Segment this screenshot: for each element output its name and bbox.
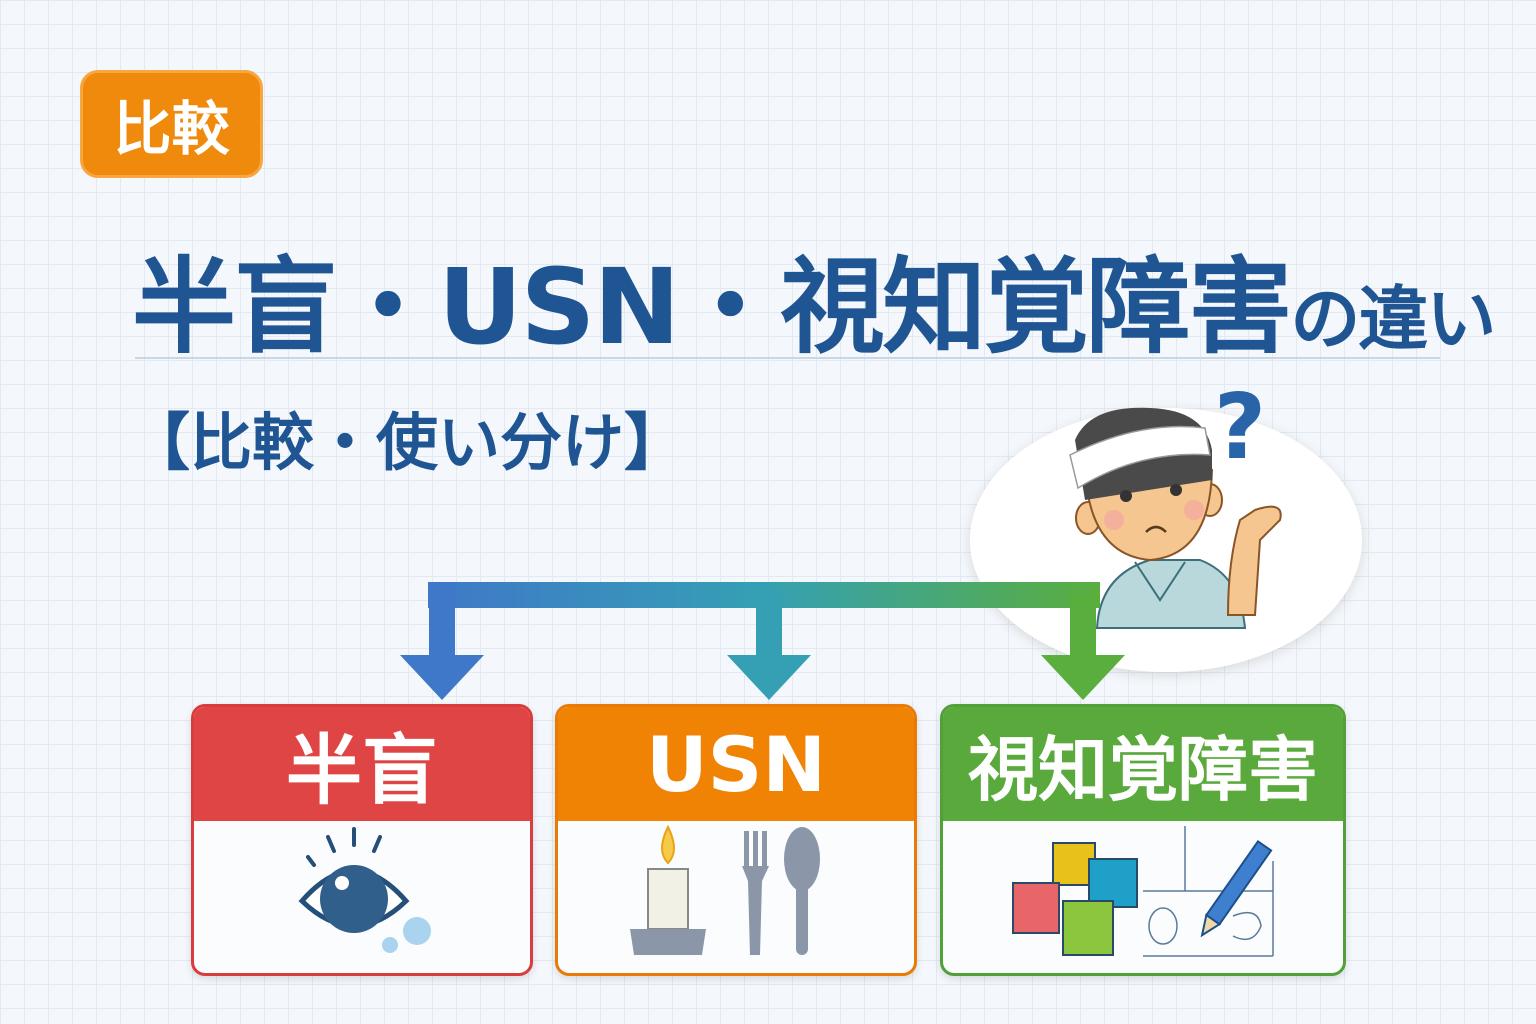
card-visual-perception-disorder: 視知覚障害 [940,704,1346,976]
title-suffix: の違い [1290,278,1496,360]
card-title: 視知覚障害 [943,707,1343,821]
puzzle-and-drawing-icon [1012,826,1274,957]
candle-and-cutlery-icon [630,824,820,955]
divider [135,357,1440,359]
branch-arrows [400,582,1125,700]
card-title: 半盲 [194,707,530,821]
page-title: 半盲・USN・視知覚障害の違い [132,222,1496,373]
badge-label: 比較 [113,95,230,163]
confused-patient-illustration [1069,407,1282,629]
eye-icon [298,827,431,953]
card-usn: USN [555,704,917,976]
card-title: USN [558,707,914,821]
title-main: 半盲・USN・視知覚障害 [132,246,1292,368]
subtitle: 【比較・使い分け】 [128,406,687,479]
question-mark: ? [1214,375,1266,480]
card-hemianopia: 半盲 [191,704,533,976]
category-badge: 比較 [80,70,263,178]
